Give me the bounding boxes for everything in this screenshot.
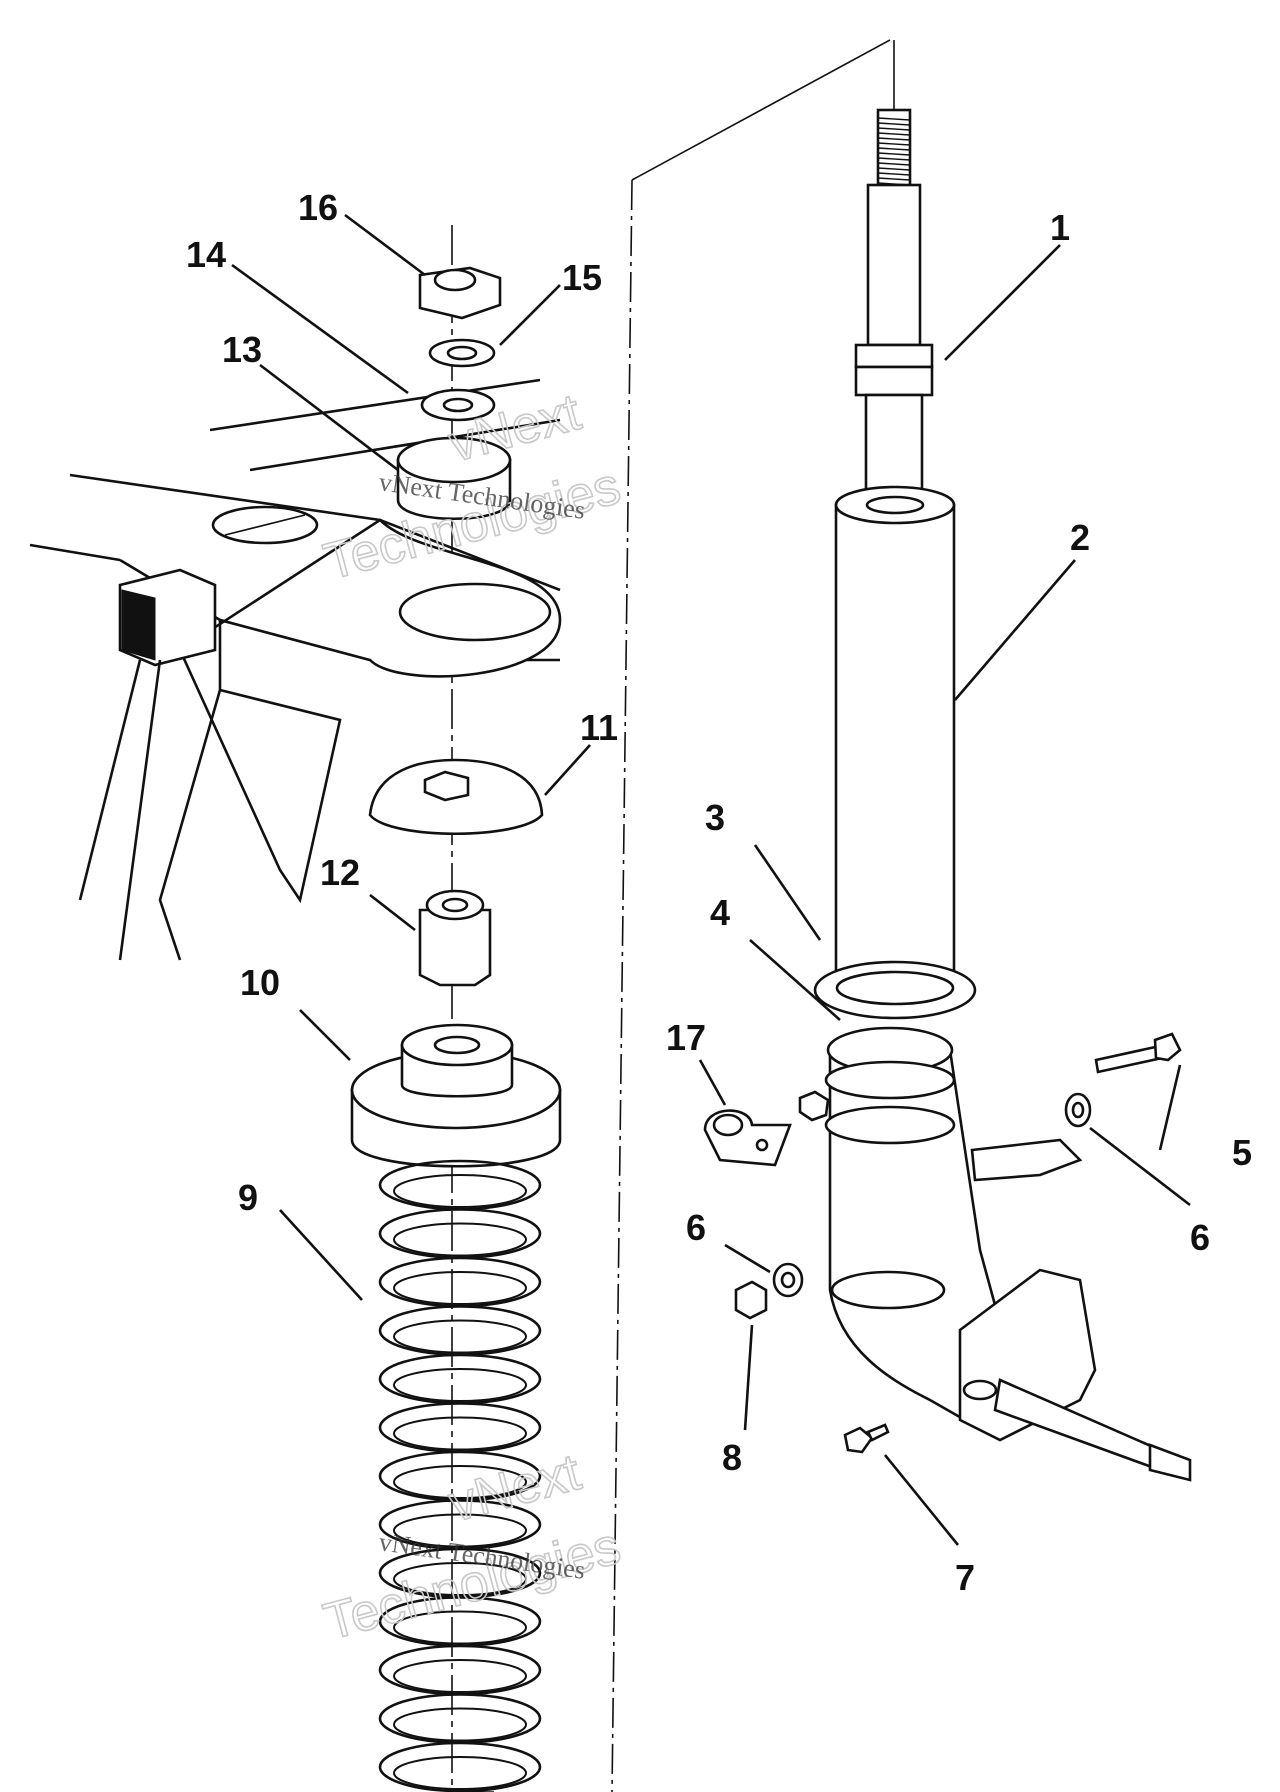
frame-arm bbox=[29, 378, 562, 961]
callout-17: 17 bbox=[666, 1017, 706, 1058]
part-12-nut bbox=[418, 889, 492, 987]
part-11-spring-cup bbox=[368, 758, 544, 836]
callout-11: 11 bbox=[580, 707, 618, 748]
callout-2: 2 bbox=[1070, 517, 1090, 558]
part-13-bushing bbox=[396, 436, 512, 520]
callout-12: 12 bbox=[320, 852, 360, 893]
watermark-bottom: vNext Technologies vNext Technologies bbox=[317, 1442, 627, 1652]
part-9-coil-spring bbox=[378, 1159, 542, 1792]
part-5-bolt bbox=[1094, 1032, 1182, 1074]
leader-lines bbox=[231, 213, 1191, 1546]
reference-plane bbox=[470, 39, 891, 1792]
part-6-washer-right bbox=[1064, 1092, 1092, 1128]
callout-1: 1 bbox=[1050, 207, 1070, 248]
callout-7: 7 bbox=[955, 1557, 975, 1598]
callout-labels: 1 2 3 4 5 6 6 7 8 9 10 11 12 13 14 15 16… bbox=[186, 187, 1252, 1598]
part-1-shock-rod bbox=[854, 108, 934, 497]
callout-9: 9 bbox=[238, 1177, 258, 1218]
part-4-strut-housing bbox=[824, 1026, 1192, 1482]
callout-15: 15 bbox=[562, 257, 602, 298]
part-16-nut bbox=[418, 266, 502, 320]
callout-6-left: 6 bbox=[686, 1207, 706, 1248]
part-17-clamp bbox=[703, 1090, 830, 1167]
callout-10: 10 bbox=[240, 962, 280, 1003]
callout-13: 13 bbox=[222, 329, 262, 370]
watermark-brand: vNext bbox=[443, 1443, 587, 1534]
part-8-nut bbox=[734, 1280, 768, 1320]
callout-5: 5 bbox=[1232, 1132, 1252, 1173]
callout-16: 16 bbox=[298, 187, 338, 228]
callout-8: 8 bbox=[722, 1437, 742, 1478]
part-3-ring bbox=[813, 960, 977, 1020]
part-10-spring-seat bbox=[350, 1023, 562, 1168]
callout-6-right: 6 bbox=[1190, 1217, 1210, 1258]
callout-3: 3 bbox=[705, 797, 725, 838]
callout-4: 4 bbox=[710, 892, 730, 933]
part-2-shock-body bbox=[834, 485, 956, 977]
part-14-washer bbox=[420, 388, 496, 422]
part-6-washer-left bbox=[772, 1262, 804, 1298]
part-7-screw bbox=[843, 1423, 890, 1454]
part-15-washer bbox=[428, 338, 496, 368]
callout-14: 14 bbox=[186, 234, 226, 275]
